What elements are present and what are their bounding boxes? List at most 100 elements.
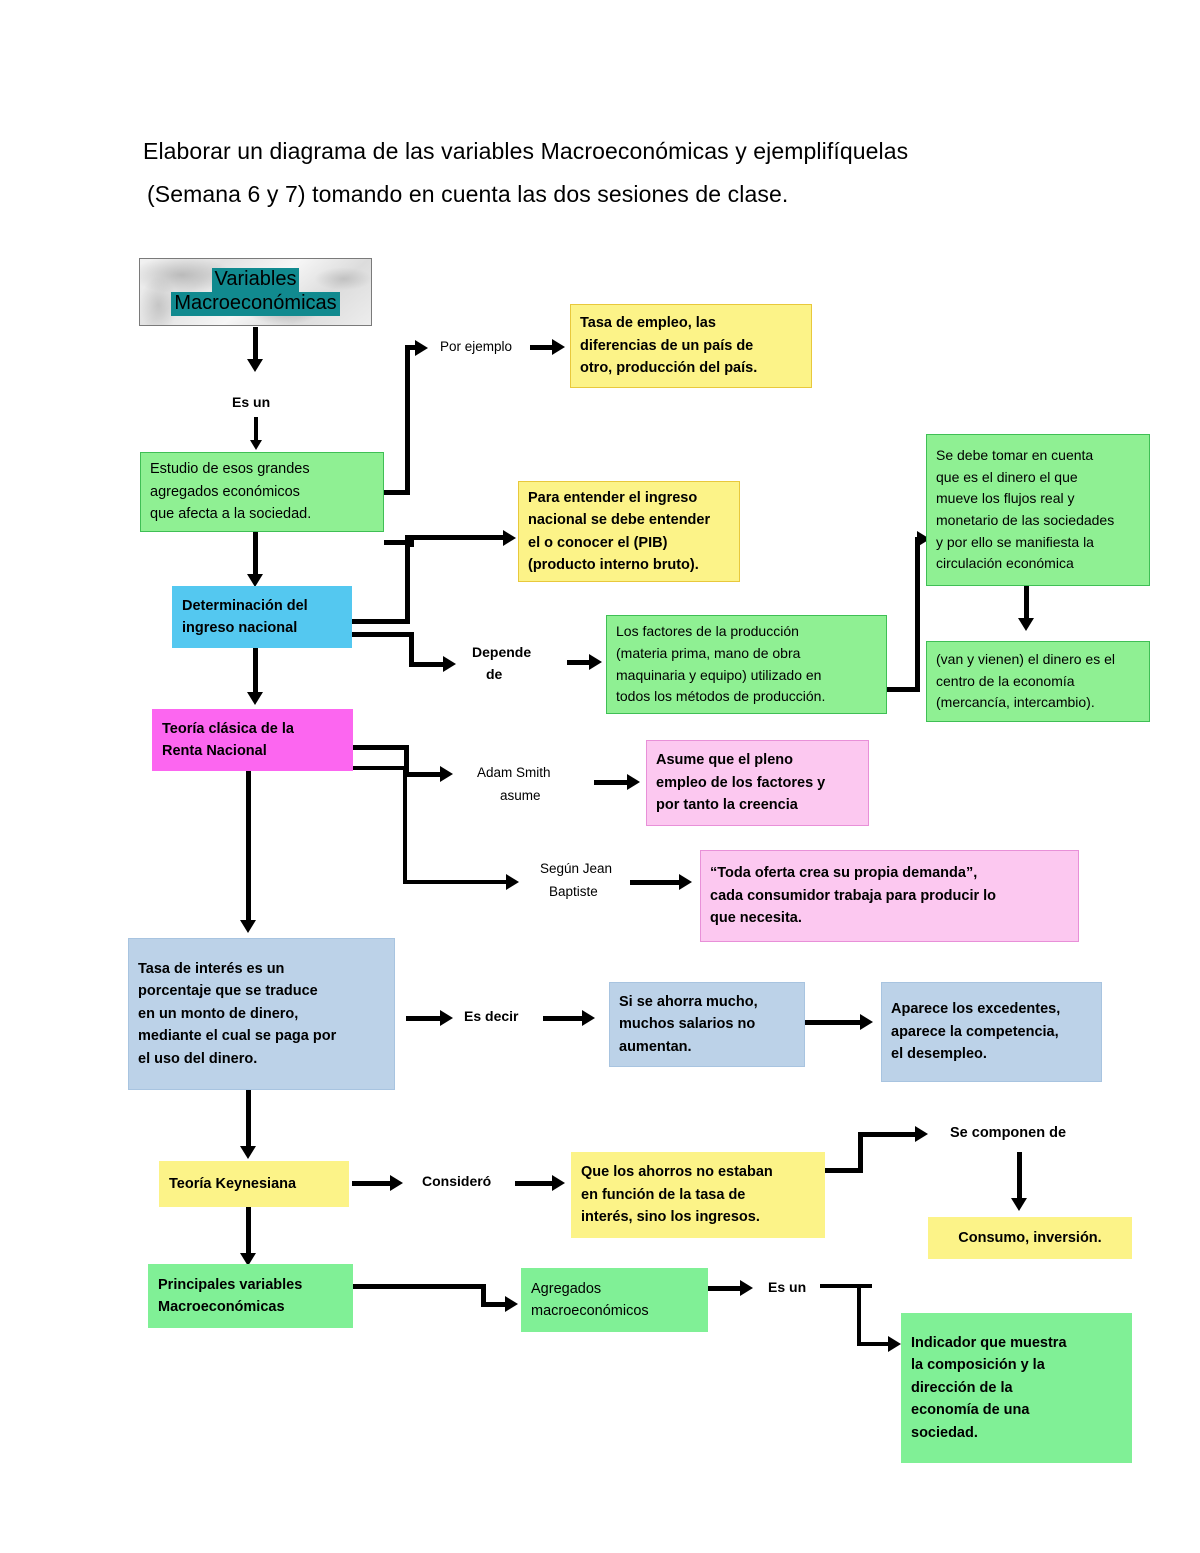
node-line: (producto interno bruto).	[528, 556, 699, 573]
node-line: Estudio de esos grandes	[150, 461, 310, 478]
label-adam-smith-line-1: Adam Smith	[477, 765, 551, 780]
connector-considero-to-ahorros	[515, 1181, 557, 1186]
assignment-heading-line-2: (Semana 6 y 7) tomando en cuenta las dos…	[147, 181, 789, 207]
node-line: que necesita.	[710, 910, 802, 927]
node-line: interés, sino los ingresos.	[581, 1209, 760, 1226]
arrow-title-down	[247, 359, 263, 372]
node-line: y por ello se manifiesta la	[936, 533, 1094, 550]
node-line: “Toda oferta crea su propia demanda”,	[710, 865, 978, 882]
node-line: circulación económica	[936, 555, 1074, 572]
node-teoria-keynesiana: Teoría Keynesiana	[159, 1161, 349, 1207]
node-line: Teoría Keynesiana	[169, 1175, 297, 1192]
arrow-tasainteres-down	[240, 1146, 256, 1159]
label-se-componen-de: Se componen de	[950, 1125, 1067, 1141]
connector-teoriaclasica-down	[246, 771, 251, 926]
node-line: Renta Nacional	[162, 743, 267, 759]
arrow-determinacion-down	[247, 692, 263, 705]
node-factores-produccion: Los factores de la producción (materia p…	[606, 615, 887, 714]
arrow-to-indicador	[888, 1336, 901, 1352]
connector-estudio-to-porejemplo-vert	[405, 345, 410, 495]
connector-esdecir-to-siseahorra	[543, 1016, 588, 1021]
node-line: agregados económicos	[150, 483, 300, 500]
connector-adamsmith-h1	[353, 745, 408, 750]
title-line-1: Variables	[211, 268, 300, 292]
label-es-decir: Es decir	[464, 1008, 519, 1024]
node-line: Indicador que muestra	[911, 1334, 1067, 1351]
node-line: Tasa de empleo, las	[580, 315, 716, 332]
connector-factores-up	[915, 537, 920, 690]
node-line: macroeconómicos	[531, 1303, 649, 1319]
node-line: que es el dinero el que	[936, 468, 1078, 485]
connector-adamsmith-h2	[404, 772, 444, 777]
node-line: Teoría clásica de la	[162, 720, 294, 737]
node-line: maquinaria y equipo) utilizado en	[616, 666, 822, 683]
arrow-estudio-down	[247, 574, 263, 587]
node-line: Que los ahorros no estaban	[581, 1164, 773, 1181]
node-line: Principales variables	[158, 1276, 303, 1293]
node-line: mueve los flujos real y	[936, 490, 1075, 507]
arrow-esun-down	[250, 440, 262, 450]
arrow-to-toda-oferta	[679, 874, 692, 890]
arrow-keynesiana-down	[240, 1253, 256, 1266]
node-agregados-macroeconomicos: Agregados macroeconómicos	[521, 1268, 708, 1332]
connector-determinacion-down	[253, 648, 258, 698]
title-box-variables-macroeconomicas: Variables Macroeconómicas	[139, 258, 372, 326]
connector-jeanb-h2	[403, 880, 513, 884]
node-consumo-inversion: Consumo, inversión.	[928, 1217, 1132, 1259]
node-para-entender-pib: Para entender el ingreso nacional se deb…	[518, 481, 740, 582]
connector-factores-right	[887, 687, 920, 692]
label-adam-smith-line-2: asume	[500, 788, 541, 803]
connector-principales-h	[353, 1284, 485, 1289]
connector-elbow-para-entender-h	[409, 535, 509, 540]
connector-jeanb-h1	[353, 766, 408, 770]
connector-principales-h2	[481, 1302, 511, 1307]
node-estudio-agregados: Estudio de esos grandes agregados económ…	[140, 452, 384, 532]
node-line: (mercancía, intercambio).	[936, 694, 1095, 711]
node-line: (materia prima, mano de obra	[616, 644, 801, 661]
connector-depende-to-factores	[567, 660, 597, 665]
connector-secomponen-h	[858, 1132, 920, 1137]
label-es-un-1: Es un	[232, 394, 271, 410]
node-line: ingreso nacional	[182, 620, 298, 636]
label-segun-jean-line-1: Según Jean	[540, 861, 613, 876]
node-line: Los factores de la producción	[616, 623, 799, 640]
node-indicador-composicion: Indicador que muestra la composición y l…	[901, 1313, 1132, 1463]
arrow-to-factores	[589, 654, 602, 670]
node-line: economía de una	[911, 1402, 1030, 1419]
node-line: aparece la competencia,	[891, 1023, 1059, 1040]
node-tasa-de-interes: Tasa de interés es un porcentaje que se …	[128, 938, 395, 1090]
node-line: porcentaje que se traduce	[138, 983, 318, 1000]
node-line: el uso del dinero.	[138, 1050, 258, 1067]
connector-estudio-down	[253, 532, 258, 580]
label-es-un-2: Es un	[768, 1279, 807, 1295]
label-depende-line-1: Depende	[472, 644, 532, 660]
label-segun-jean-line-2: Baptiste	[549, 884, 598, 899]
node-line: mediante el cual se paga por	[138, 1028, 337, 1045]
connector-siseahorra-to-aparece	[805, 1020, 867, 1025]
arrow-to-asume-pleno	[627, 774, 640, 790]
arrow-to-tasa-empleo	[552, 339, 565, 355]
title-line-2: Macroeconómicas	[171, 292, 340, 316]
arrow-to-porejemplo	[415, 340, 428, 356]
connector-principales-v	[481, 1284, 486, 1306]
assignment-heading-line-1: Elaborar un diagrama de las variables Ma…	[143, 138, 909, 164]
connector-esun2-h2	[857, 1342, 895, 1346]
node-line: Tasa de interés es un	[138, 960, 285, 977]
connector-depende-v	[409, 632, 414, 666]
connector-esun-down	[254, 417, 258, 445]
node-teoria-clasica-renta-nacional: Teoría clásica de la Renta Nacional	[152, 709, 353, 771]
node-line: diferencias de un país de	[580, 337, 754, 354]
arrow-to-es-un-2	[740, 1280, 753, 1296]
arrow-to-agregados	[505, 1296, 518, 1312]
arrow-to-aparece-excedentes	[860, 1014, 873, 1030]
connector-porejemplo-to-tasaempleo	[530, 345, 560, 350]
node-line: (van y vienen) el dinero es el	[936, 650, 1115, 667]
label-considero: Consideró	[422, 1173, 492, 1189]
node-line: Aparece los excedentes,	[891, 1001, 1061, 1018]
node-line: Consumo, inversión.	[958, 1229, 1102, 1246]
label-depende-line-2: de	[486, 666, 503, 682]
node-line: Determinación del	[182, 597, 308, 614]
node-line: sociedad.	[911, 1424, 978, 1441]
node-line: dirección de la	[911, 1379, 1013, 1396]
